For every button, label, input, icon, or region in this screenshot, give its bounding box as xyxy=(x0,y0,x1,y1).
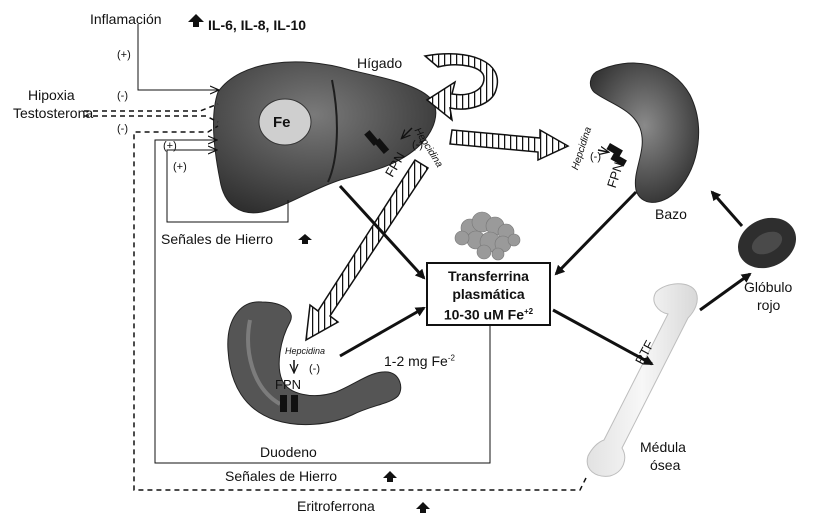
spleen-hepcidin-sign: (-) xyxy=(590,152,601,163)
plasma-transferrin-box: Transferrina plasmática 10-30 uM Fe+2 xyxy=(426,262,551,326)
testosterone-sign: (-) xyxy=(117,124,128,135)
erythroferrone-up-arrow-icon xyxy=(416,502,430,513)
red-blood-cell xyxy=(730,209,805,278)
liver-to-spleen-hatched-arrow xyxy=(450,130,568,160)
transferrin-line-2: plasmática xyxy=(428,285,549,303)
iron-signals-bottom-up-arrow-icon xyxy=(383,471,397,482)
signals-bottom-sign: (+) xyxy=(163,141,177,152)
inflammation-line xyxy=(138,24,218,90)
iron-signals-bottom-label: Señales de Hierro xyxy=(225,469,337,483)
testosterone-line xyxy=(84,116,218,122)
hypoxia-label: Hipoxia xyxy=(28,88,75,102)
duodenum-to-transferrin-arrow xyxy=(340,308,424,356)
liver-hepcidin-sign: (-) xyxy=(412,140,423,151)
inflammation-sign: (+) xyxy=(117,50,131,61)
iron-signals-top-label: Señales de Hierro xyxy=(161,232,273,246)
transferrin-concentration: 10-30 uM Fe xyxy=(444,307,524,323)
absorption-label: 1-2 mg Fe-2 xyxy=(384,354,455,368)
fe-label: Fe xyxy=(273,115,291,130)
liver-to-duodenum-hatched-arrow xyxy=(306,160,428,340)
transferrin-line-1: Transferrina xyxy=(428,267,549,285)
transferrin-line-3: 10-30 uM Fe+2 xyxy=(428,303,549,324)
iron-signals-top-up-arrow-icon xyxy=(298,234,312,244)
signals-top-sign: (+) xyxy=(173,162,187,173)
hypoxia-line xyxy=(84,104,218,111)
bone-marrow-label-line1: Médula xyxy=(640,440,686,454)
spleen-label: Bazo xyxy=(655,207,687,221)
rbc-to-spleen-arrow xyxy=(712,192,742,226)
absorption-value: 1-2 mg Fe xyxy=(384,353,448,369)
interleukins-label: IL-6, IL-8, IL-10 xyxy=(208,18,306,32)
testosterone-label: Testosterona xyxy=(13,106,93,120)
transferrin-superscript: +2 xyxy=(524,307,533,316)
transferrin-protein-icon xyxy=(455,212,520,260)
inflammation-up-arrow-icon xyxy=(188,14,204,27)
absorption-superscript: -2 xyxy=(448,353,455,362)
duodenum-label: Duodeno xyxy=(260,445,317,459)
spleen-to-transferrin-arrow xyxy=(556,192,636,274)
rbc-label-line1: Glóbulo xyxy=(744,280,792,294)
hypoxia-sign: (-) xyxy=(117,91,128,102)
liver-label: Hígado xyxy=(357,56,402,70)
bone-marrow-label-line2: ósea xyxy=(650,458,680,472)
duodenum-fpn-label: FPN xyxy=(275,378,301,391)
marrow-to-rbc-arrow xyxy=(700,274,750,310)
duodenum-hepcidin-sign: (-) xyxy=(309,364,320,375)
rbc-label-line2: rojo xyxy=(757,298,780,312)
inflammation-label: Inflamación xyxy=(90,12,162,26)
erythroferrone-label: Eritroferrona xyxy=(297,499,375,513)
duodenum-hepcidin-label: Hepcidina xyxy=(285,347,325,356)
